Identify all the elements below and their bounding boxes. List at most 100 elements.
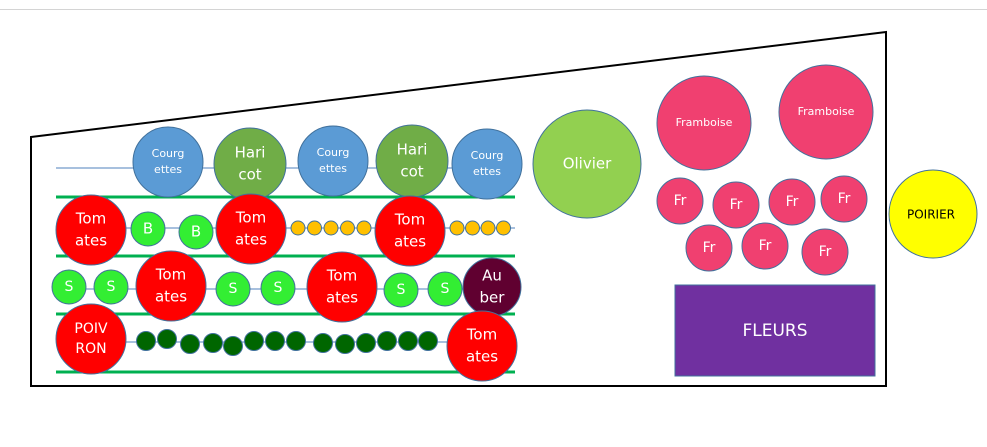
courgettes-plant-label: Courg (471, 149, 504, 162)
small-plant (290, 220, 306, 236)
courgettes-plant (297, 125, 369, 197)
s-plant (51, 269, 87, 305)
s-plant-label: S (65, 279, 74, 295)
haricot-plant-label: cot (238, 165, 261, 183)
small-plant (398, 331, 418, 351)
fraise-plant (820, 175, 868, 223)
s-plant-label: S (441, 281, 450, 297)
fraise-plant (768, 178, 816, 226)
small-plant (313, 333, 333, 353)
small-plant (356, 333, 376, 353)
small-plant (307, 220, 322, 236)
small-plant (244, 331, 264, 351)
tomates-plant-label: ates (75, 231, 107, 249)
fraise-plant-label: Fr (730, 197, 743, 213)
olivier-tree (532, 109, 642, 219)
courgettes-plant (451, 128, 523, 200)
haricot-plant-label: Hari (235, 144, 266, 162)
tomates-plant-label: Tom (155, 266, 186, 284)
tomates-plant-label: Tom (394, 211, 425, 229)
fraise-plant-label: Fr (674, 193, 687, 209)
framboise-plant (778, 64, 874, 160)
courgettes-plant (132, 126, 204, 198)
s-plant-label: S (397, 282, 406, 298)
small-plant (377, 331, 397, 351)
b-plant-label: B (191, 223, 201, 241)
tomates-plant (55, 194, 127, 266)
olivier-tree-label: Olivier (563, 155, 612, 173)
small-plant (480, 220, 496, 236)
tomates-plant-label: ates (155, 287, 187, 305)
fraise-plant-label: Fr (819, 244, 832, 260)
small-plant (180, 334, 200, 354)
aubergine-plant-label: Au (482, 267, 502, 285)
s-plant (427, 271, 463, 307)
framboise-plant-label: Framboise (676, 116, 733, 129)
poirier-label: POIRIER (907, 208, 955, 222)
b-plant (178, 214, 214, 250)
fraise-plant (801, 228, 849, 276)
courgettes-plant-label: Courg (152, 147, 185, 160)
s-plant-label: S (107, 279, 116, 295)
haricot-plant (375, 124, 449, 198)
fraise-plant (685, 224, 733, 272)
fraise-plant-label: Fr (703, 240, 716, 256)
poivron-plant (55, 303, 127, 375)
small-plant (203, 333, 223, 353)
b-plant (130, 211, 166, 247)
s-plant (260, 270, 296, 306)
tomates-plant-label: Tom (326, 267, 357, 285)
small-plant (157, 329, 177, 349)
s-plant (383, 272, 419, 308)
courgettes-plant-label: ettes (473, 165, 501, 178)
small-plant (449, 220, 465, 236)
top-divider (0, 9, 987, 10)
tomates-plant-label: Tom (75, 210, 106, 228)
tomates-plant-label: Tom (466, 326, 497, 344)
poivron-plant-label: POIV (74, 321, 108, 337)
small-plant (335, 334, 355, 354)
fleurs-bed (674, 284, 876, 377)
small-plant (223, 336, 243, 356)
aubergine-plant-label: ber (480, 288, 506, 306)
tomates-plant (306, 251, 378, 323)
small-plant (323, 220, 339, 236)
fraise-plant (741, 222, 789, 270)
haricot-plant-label: Hari (397, 141, 428, 159)
small-plant (418, 331, 438, 351)
haricot-plant-label: cot (400, 162, 423, 180)
tomates-plant-label: ates (235, 230, 267, 248)
small-plant (465, 220, 480, 236)
small-plant (340, 220, 355, 236)
tomates-plant (215, 193, 287, 265)
tomates-plant-label: ates (326, 288, 358, 306)
courgettes-plant-label: ettes (154, 163, 182, 176)
fraise-plant-label: Fr (838, 191, 851, 207)
b-plant-label: B (143, 220, 153, 238)
tomates-plant-label: Tom (235, 209, 266, 227)
s-plant (93, 269, 129, 305)
fraise-plant-label: Fr (759, 238, 772, 254)
tomates-plant (446, 310, 518, 382)
poirier-tree (888, 169, 978, 259)
fraise-plant (656, 177, 704, 225)
haricot-plant (213, 127, 287, 201)
small-plant (356, 220, 372, 236)
small-plant (286, 331, 306, 351)
poivron-plant-label: RON (75, 341, 106, 357)
s-plant-label: S (229, 281, 238, 297)
courgettes-plant-label: Courg (317, 146, 350, 159)
tomates-plant (135, 250, 207, 322)
s-plant-label: S (274, 280, 283, 296)
courgettes-plant-label: ettes (319, 162, 347, 175)
tomates-plant-label: ates (466, 347, 498, 365)
small-plant (496, 220, 511, 236)
framboise-plant-label: Framboise (798, 105, 855, 118)
fraise-plant-label: Fr (786, 194, 799, 210)
fleurs-label: FLEURS (742, 321, 807, 341)
tomates-plant-label: ates (394, 232, 426, 250)
fraise-plant (712, 181, 760, 229)
tomates-plant (374, 195, 446, 267)
small-plant (265, 331, 285, 351)
